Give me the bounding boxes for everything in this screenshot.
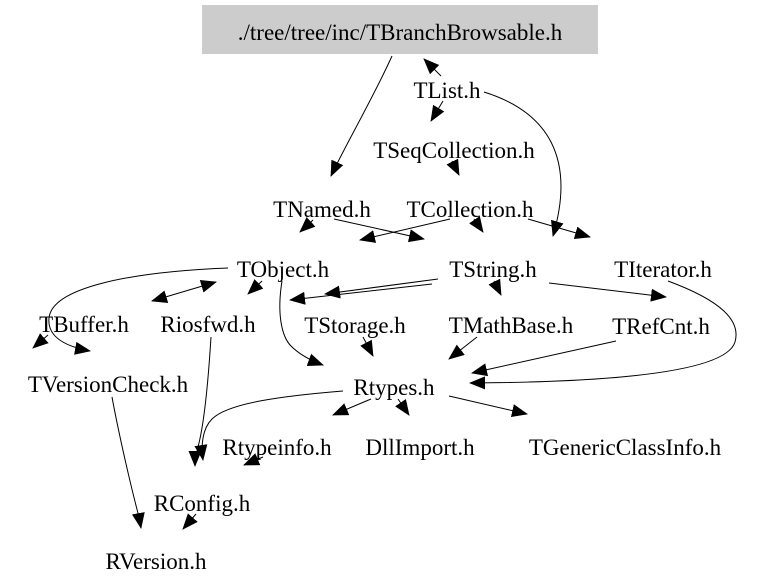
node-rconfig[interactable]: RConfig.h: [154, 491, 251, 516]
node-root: ./tree/tree/inc/TBranchBrowsable.h: [238, 20, 563, 45]
edge-tobject-tbuffer: [151, 280, 217, 303]
node-dllimport[interactable]: DllImport.h: [365, 435, 475, 460]
node-rtypeinfo[interactable]: Rtypeinfo.h: [222, 435, 332, 460]
node-tlist[interactable]: TList.h: [413, 78, 481, 103]
node-tmathbase[interactable]: TMathBase.h: [449, 313, 574, 338]
edge-rtypes-dllimport: [395, 398, 410, 416]
node-riosfwd[interactable]: Riosfwd.h: [160, 312, 256, 337]
node-tstring[interactable]: TString.h: [449, 257, 537, 282]
node-tstorage[interactable]: TStorage.h: [304, 313, 406, 338]
node-box-root: [202, 5, 598, 54]
edge-rtypeinfo-rconfig: [243, 453, 264, 466]
node-tgenericclassinfo[interactable]: TGenericClassInfo.h: [529, 435, 722, 460]
edge-tlist-tseqcollection: [430, 100, 445, 122]
node-tobject[interactable]: TObject.h: [237, 257, 330, 282]
edge-tnamed-tobject: [299, 217, 316, 233]
edge-tstring-tstorage: [324, 278, 439, 299]
edge-tstring-riosfwd: [289, 283, 433, 305]
node-tnamed[interactable]: TNamed.h: [273, 197, 371, 222]
edge-tmathbase-rtypes: [448, 336, 478, 360]
node-tcollection[interactable]: TCollection.h: [406, 197, 534, 222]
edge-tstring-trefcnt: [548, 282, 667, 302]
node-rversion[interactable]: RVersion.h: [105, 549, 207, 574]
edge-tstorage-rtypes: [360, 336, 374, 357]
edge-tobject-rtypes: [279, 280, 324, 366]
edge-root-tnamed: [330, 55, 393, 177]
node-trefcnt[interactable]: TRefCnt.h: [612, 314, 710, 339]
edge-rtypes-tgenericclassinfo: [448, 395, 528, 417]
edge-riosfwd-rconfig: [188, 336, 212, 467]
edge-tnamed-tstring: [333, 218, 425, 243]
node-tversioncheck[interactable]: TVersionCheck.h: [28, 372, 189, 397]
edge-tlist-root: [423, 58, 442, 77]
nodes-layer: ./tree/tree/inc/TBranchBrowsable.hTList.…: [28, 5, 722, 574]
edge-tobject-tversioncheck: [48, 267, 229, 355]
edge-rtypes-rtypeinfo: [332, 398, 372, 416]
edge-rconfig-rversion: [182, 513, 198, 530]
edge-tseqcollection-tcollection: [446, 158, 460, 176]
edge-tcollection-tstring: [469, 215, 484, 233]
edge-tbuffer-tversioncheck: [32, 333, 49, 349]
node-titerator[interactable]: TIterator.h: [614, 257, 712, 282]
edge-titerator-rtypes: [469, 280, 737, 390]
node-tbuffer[interactable]: TBuffer.h: [39, 312, 129, 337]
edge-tobject-riosfwd: [247, 279, 264, 295]
edge-tcollection-tobject: [359, 218, 451, 243]
edge-tcollection-titerator: [527, 218, 591, 240]
edge-tlist-tstring: [483, 91, 564, 237]
node-tseqcollection[interactable]: TSeqCollection.h: [373, 138, 535, 163]
edge-tversioncheck-rversion: [111, 396, 145, 529]
edge-trefcnt-rtypes: [471, 340, 617, 377]
edges-layer: [32, 55, 737, 530]
node-rtypes[interactable]: Rtypes.h: [353, 375, 435, 400]
edge-tstring-tmathbase: [488, 278, 502, 296]
edge-rtypes-rconfig: [194, 390, 344, 461]
